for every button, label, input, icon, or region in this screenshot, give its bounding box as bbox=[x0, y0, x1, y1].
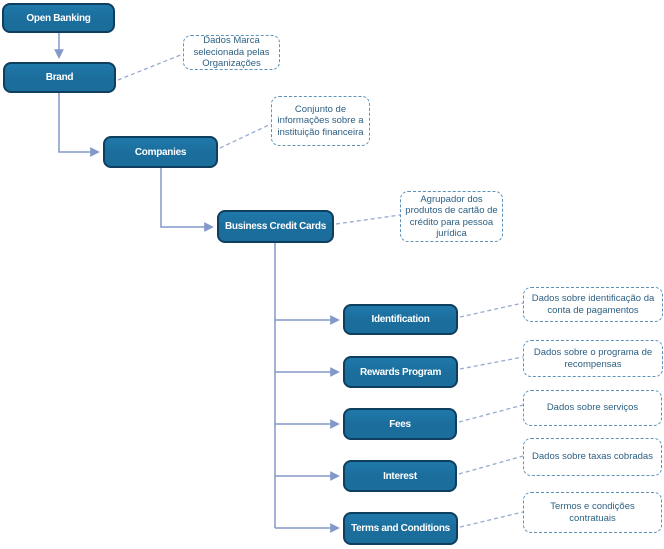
annotation-companies: Conjunto de informações sobre a institui… bbox=[271, 96, 370, 146]
node-companies[interactable]: Companies bbox=[103, 136, 218, 168]
annotation-identification: Dados sobre identificação da conta de pa… bbox=[523, 287, 663, 322]
connector-companies-business-credit-cards bbox=[160, 168, 214, 232]
note-connector-rewards-program bbox=[459, 356, 524, 370]
node-open-banking[interactable]: Open Banking bbox=[2, 3, 115, 33]
connector-brand-companies bbox=[58, 93, 100, 157]
note-connector-terms-and-conditions bbox=[459, 511, 524, 528]
annotation-brand: Dados Marca selecionada pelas Organizaçõ… bbox=[183, 35, 280, 70]
note-connector-business-credit-cards bbox=[335, 214, 401, 225]
node-interest[interactable]: Interest bbox=[343, 460, 457, 492]
node-identification[interactable]: Identification bbox=[343, 304, 458, 335]
annotation-rewards-program: Dados sobre o programa de recompensas bbox=[523, 340, 663, 377]
note-connector-identification bbox=[459, 302, 524, 318]
annotation-business-credit-cards: Agrupador dos produtos de cartão de créd… bbox=[400, 191, 503, 242]
node-fees[interactable]: Fees bbox=[343, 408, 457, 440]
annotation-fees: Dados sobre serviços bbox=[523, 390, 662, 426]
note-connector-companies bbox=[219, 123, 272, 149]
note-connector-interest bbox=[458, 455, 524, 475]
node-rewards-program[interactable]: Rewards Program bbox=[343, 356, 458, 388]
note-connector-fees bbox=[458, 404, 524, 423]
node-terms-and-conditions[interactable]: Terms and Conditions bbox=[343, 512, 458, 545]
annotation-interest: Dados sobre taxas cobradas bbox=[523, 438, 662, 476]
annotation-terms-and-conditions: Termos e condições contratuais bbox=[523, 492, 662, 533]
note-connector-brand bbox=[117, 53, 184, 81]
node-brand[interactable]: Brand bbox=[3, 62, 116, 93]
node-business-credit-cards[interactable]: Business Credit Cards bbox=[217, 210, 334, 243]
